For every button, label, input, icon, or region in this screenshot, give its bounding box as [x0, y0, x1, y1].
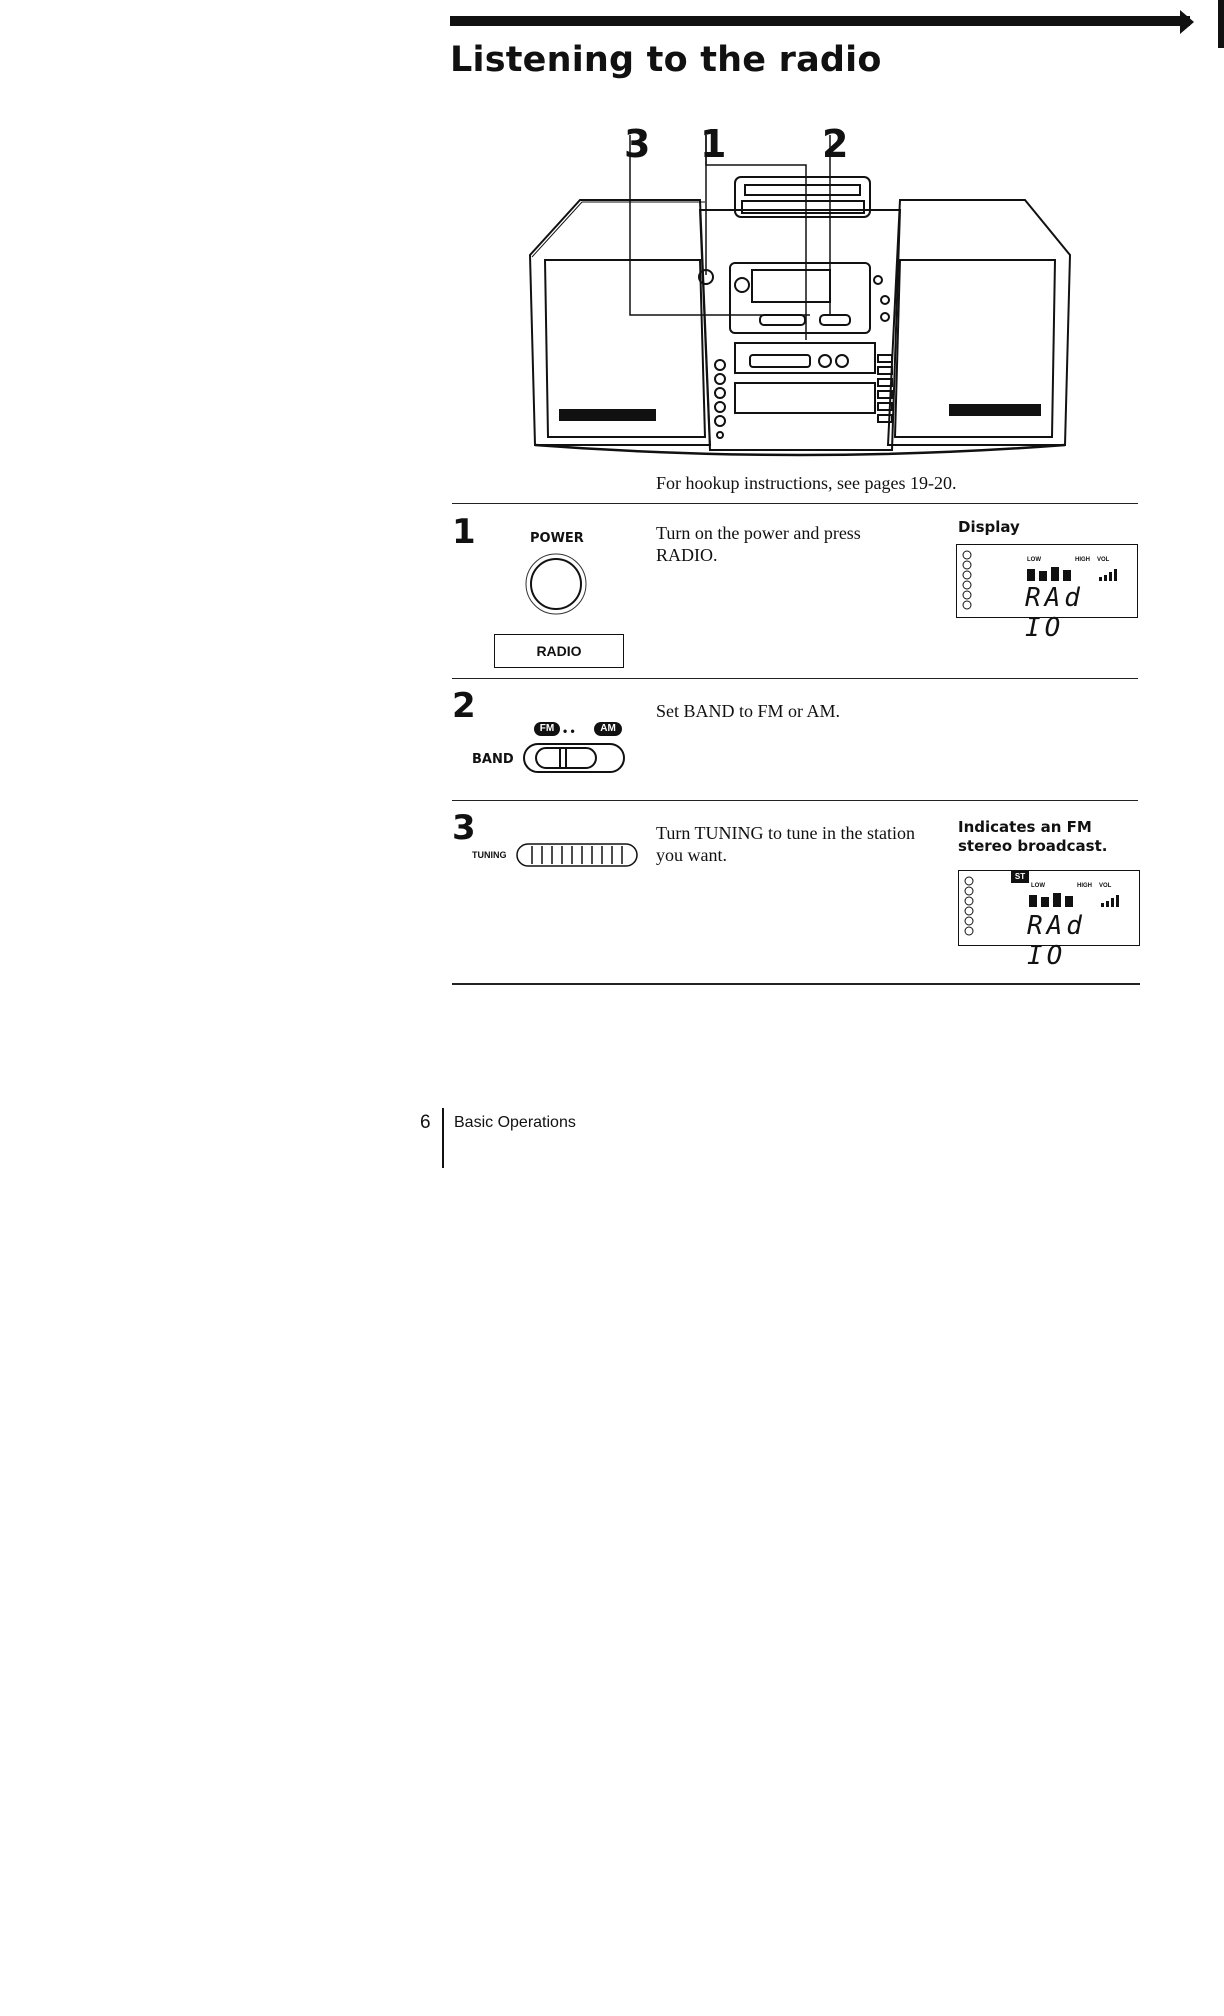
stereo-caption: Indicates an FM stereo broadcast. — [958, 818, 1108, 855]
display-high-label: HIGH — [1075, 557, 1090, 563]
section-name: Basic Operations — [454, 1114, 576, 1131]
fm-badge: FM — [534, 722, 560, 736]
step-2-description: Set BAND to FM or AM. — [656, 701, 841, 721]
tuning-label: TUNING — [472, 850, 507, 860]
divider-bottom — [452, 983, 1140, 985]
step-2-number: 2 — [452, 686, 476, 726]
divider-2 — [452, 800, 1138, 801]
callout-3: 3 — [624, 122, 651, 166]
stereo-display-text: RAd IO — [1027, 911, 1086, 971]
step-3-number: 3 — [452, 808, 476, 848]
stereo-display-buttons-icon — [964, 876, 974, 936]
header-rule — [450, 16, 1190, 26]
callout-2: 2 — [822, 122, 849, 166]
stereo-indicator: ST — [1011, 871, 1029, 883]
display-buttons-icon — [962, 550, 972, 610]
footer-divider — [442, 1108, 444, 1168]
boombox-illustration-icon — [528, 135, 1072, 457]
page-number: 6 — [420, 1112, 431, 1133]
page-title: Listening to the radio — [450, 40, 882, 80]
power-button-icon — [525, 553, 587, 615]
divider-top — [452, 503, 1138, 504]
page-edge-mark — [1218, 0, 1224, 48]
band-label: BAND — [472, 752, 514, 767]
tuning-dial-icon — [516, 843, 638, 867]
divider-1 — [452, 678, 1138, 679]
display-vol-label: VOL — [1097, 557, 1110, 563]
equalizer-bars-icon — [1027, 567, 1117, 581]
radio-button: RADIO — [494, 634, 624, 668]
display-low-label: LOW — [1027, 557, 1041, 563]
step-1-description: Turn on the power and press RADIO. — [656, 523, 861, 565]
step-1-number: 1 — [452, 512, 476, 552]
band-dots: • • — [563, 724, 575, 738]
stereo-display-low-label: LOW — [1031, 883, 1045, 889]
power-label: POWER — [530, 531, 584, 546]
display-panel: LOW HIGH VOL RAd IO — [956, 544, 1138, 643]
stereo-display-panel: ST LOW HIGH VOL RAd IO — [958, 870, 1140, 971]
stereo-display-high-label: HIGH — [1077, 883, 1092, 889]
callout-1: 1 — [700, 122, 727, 166]
display-text: RAd IO — [1025, 583, 1084, 643]
step-3-description: Turn TUNING to tune in the station you w… — [656, 823, 915, 865]
hookup-note: For hookup instructions, see pages 19-20… — [656, 473, 957, 493]
stereo-equalizer-bars-icon — [1029, 893, 1119, 907]
am-badge: AM — [594, 722, 622, 736]
band-switch-icon — [523, 743, 625, 773]
header-arrow-icon — [1180, 10, 1194, 34]
display-caption: Display — [958, 518, 1020, 536]
stereo-display-vol-label: VOL — [1099, 883, 1112, 889]
